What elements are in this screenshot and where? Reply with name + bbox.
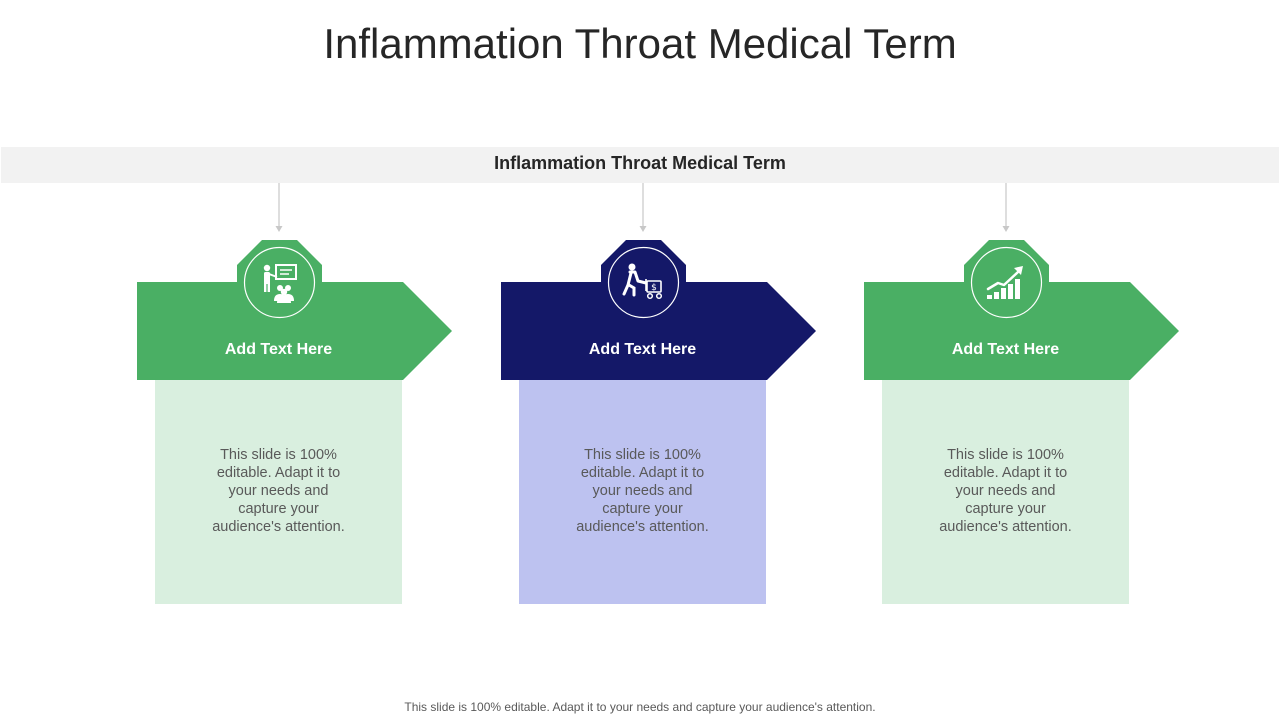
step-body-box (882, 376, 1129, 604)
octagon-badge (237, 240, 322, 325)
banner-label: Inflammation Throat Medical Term (494, 153, 786, 173)
step-arrow-header (501, 282, 816, 380)
step-body-box (155, 376, 402, 604)
person-pushing-money-cart-icon: $ (622, 263, 663, 300)
step-header-label: Add Text Here (951, 341, 1060, 358)
slide-title: Inflammation Throat Medical Term (323, 20, 957, 67)
step-column-1: This slide is 100% editable. Adapt it to… (137, 236, 457, 606)
step-description: This slide is 100% editable. Adapt it to… (939, 447, 1072, 535)
step-description: This slide is 100% editable. Adapt it to… (576, 447, 709, 535)
svg-text:$: $ (651, 283, 657, 293)
banner: Inflammation Throat Medical Term (1, 147, 1279, 183)
step-body-box (519, 376, 766, 604)
step-arrow-header (864, 282, 1179, 380)
connector-arrow-3 (1002, 183, 1010, 232)
presentation-audience-icon (263, 264, 297, 303)
connector-arrow-2 (639, 183, 647, 232)
growth-bar-chart-icon (986, 266, 1023, 299)
step-column-3: This slide is 100% editable. Adapt it to… (864, 236, 1184, 606)
step-header-label: Add Text Here (224, 341, 333, 358)
step-arrow-header (137, 282, 452, 380)
step-header-label: Add Text Here (588, 341, 697, 358)
connector-arrow-1 (275, 183, 283, 232)
step-description: This slide is 100% editable. Adapt it to… (212, 447, 345, 535)
step-column-2: This slide is 100% editable. Adapt it to… (501, 236, 821, 606)
footer-note: This slide is 100% editable. Adapt it to… (404, 700, 876, 714)
